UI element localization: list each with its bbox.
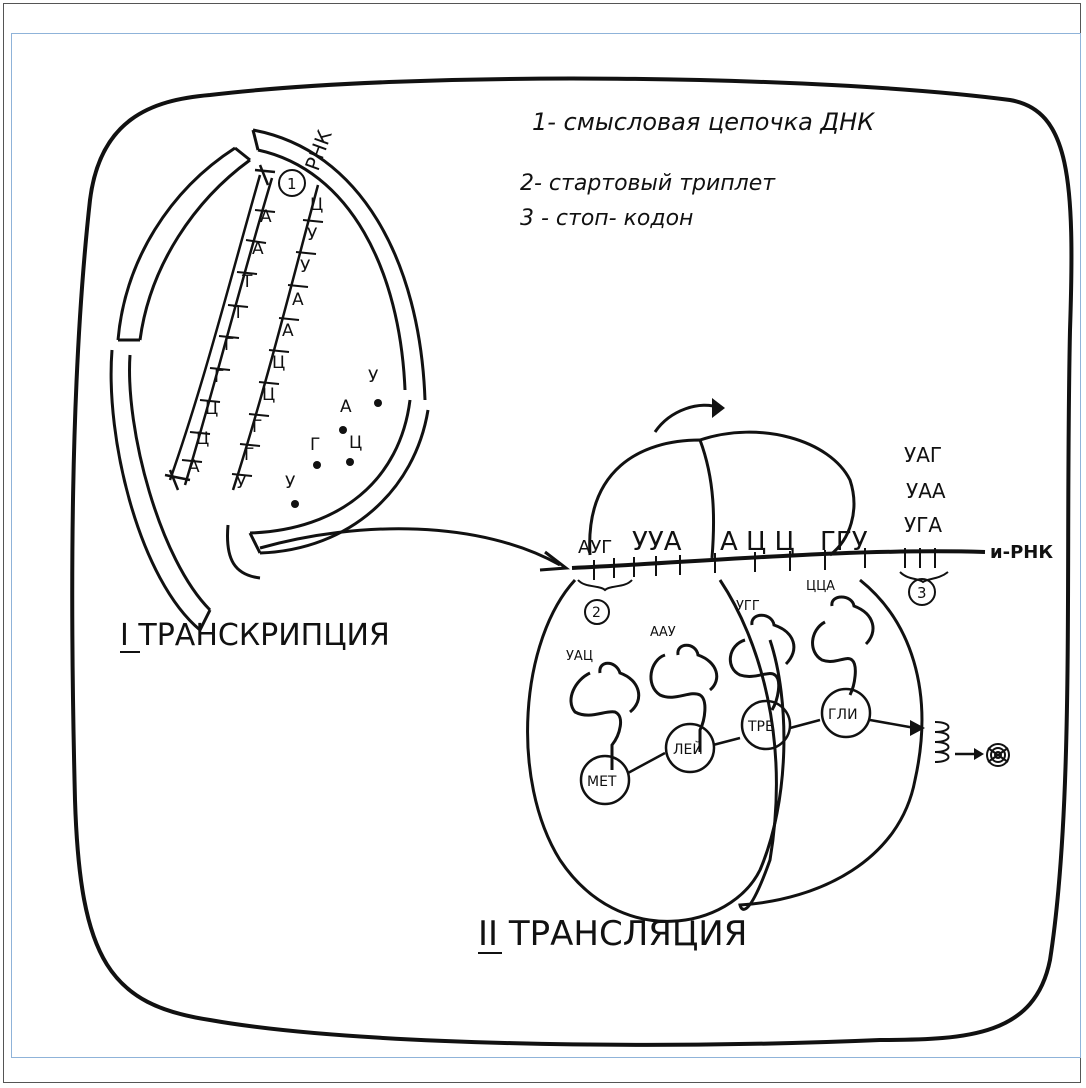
dna-right-0: Ц: [310, 195, 323, 215]
free-nuc-4: У: [285, 473, 296, 493]
dna-strands: [165, 165, 318, 490]
marker-1-label: 1: [287, 175, 297, 193]
move-arrow-head: [712, 398, 725, 418]
anticodon-1: ААУ: [650, 625, 676, 640]
trna-0: [571, 673, 621, 770]
dna-right-1: У: [307, 225, 318, 245]
stop-codon-0: УАГ: [904, 443, 942, 467]
marker-2: 2: [585, 600, 609, 624]
codon-4: УГА: [904, 513, 942, 537]
codon-3: ГГУ: [820, 527, 868, 557]
free-nuc-2: Г: [310, 435, 320, 455]
legend-item-1: 1- смысловая цепочка ДНК: [532, 108, 875, 136]
irnk-label: и-РНК: [990, 542, 1053, 563]
trna-3: [813, 622, 856, 695]
free-nuc-1: А: [340, 397, 352, 417]
amino-gli-label: ГЛИ: [828, 707, 858, 723]
amino-lei-label: ЛЕЙ: [673, 740, 703, 758]
dna-right-2: У: [300, 257, 311, 277]
marker-3: 3: [909, 579, 935, 605]
start-bracket: [578, 580, 632, 590]
move-arrow: [655, 405, 720, 432]
amino-acid-chain: [581, 689, 915, 804]
fold-arrow-head: [974, 748, 984, 760]
legend-item-2: 2- стартовый триплет: [520, 171, 776, 196]
marker-1: 1: [279, 170, 305, 196]
amino-met-label: МЕТ: [587, 774, 617, 790]
free-nuc-0: У: [368, 367, 379, 387]
amino-tre-label: ТРЕ: [747, 719, 774, 735]
trna-1: [651, 655, 705, 752]
dna-strand-1: [170, 175, 260, 480]
free-nuc-3: Ц: [349, 433, 362, 453]
marker-2-label: 2: [592, 605, 601, 621]
amino-acid-labels: МЕТ ЛЕЙ ТРЕ ГЛИ: [587, 707, 858, 790]
translation-title: II ТРАНСЛЯЦИЯ: [478, 914, 747, 954]
protein-coil: [935, 722, 949, 762]
anticodon-2: УГГ: [736, 599, 760, 614]
legend-item-3: 3 - стоп- кодон: [520, 206, 693, 231]
stop-codon-1: УАА: [906, 479, 946, 503]
dna-right-8: Г: [244, 445, 254, 465]
ribosome: [528, 432, 922, 921]
legend: 1- смысловая цепочка ДНК 2- стартовый тр…: [520, 108, 875, 231]
marker-3-label: 3: [917, 584, 927, 602]
dna-right-5: Ц: [272, 353, 285, 373]
trna-molecules: [571, 597, 873, 770]
dna-right-6: Ц: [262, 385, 275, 405]
dna-right-4: А: [282, 321, 294, 341]
folded-protein: [987, 744, 1009, 766]
dna-right-3: А: [292, 290, 304, 310]
codon-0: АУГ: [578, 537, 612, 558]
dna-left-2: Т: [241, 272, 253, 292]
codon-1: УУА: [632, 527, 682, 557]
transcription-title: I ТРАНСКРИПЦИЯ: [120, 618, 390, 653]
anticodon-3: ЦЦА: [806, 579, 835, 594]
dna-right-7: Г: [252, 417, 262, 437]
nucleus: [111, 130, 428, 630]
stop-bracket: [900, 572, 948, 582]
anticodon-0: УАЦ: [566, 649, 593, 664]
codon-2: А Ц Ц: [720, 527, 795, 557]
mrna-codons: АУГ УУА А Ц Ц ГГУ УГА УАГ УАА: [578, 443, 946, 558]
